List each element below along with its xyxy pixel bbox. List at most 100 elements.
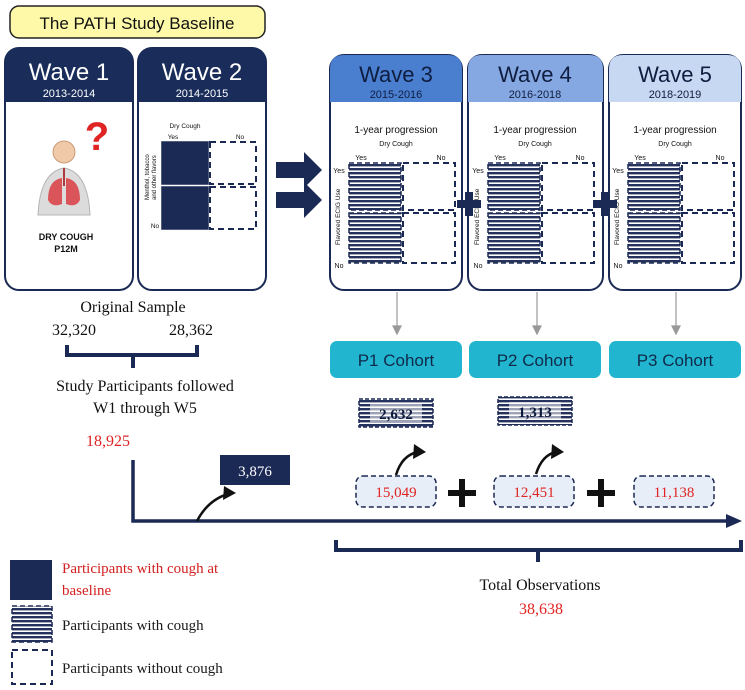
progression-col-yes: Yes bbox=[634, 155, 646, 162]
curved-arrow-head bbox=[413, 444, 426, 459]
grid-cell-cough bbox=[348, 162, 402, 211]
progression-row-no: No bbox=[614, 263, 623, 270]
progression-row-yes: Yes bbox=[472, 168, 484, 175]
legend-swatch-cough bbox=[11, 605, 53, 643]
wave-5-label: Wave 5 bbox=[638, 62, 712, 87]
wave-1-period: P12M bbox=[54, 244, 78, 254]
legend: Participants with cough at baseline Part… bbox=[10, 560, 223, 685]
wave-2-label: Wave 2 bbox=[162, 59, 242, 86]
grid-cell-cough bbox=[487, 212, 541, 264]
p2-cough-n: 1,313 bbox=[518, 405, 552, 421]
wave-1-label: Wave 1 bbox=[29, 59, 109, 86]
total-label: Total Observations bbox=[479, 577, 600, 594]
p1-no-cough-n: 15,049 bbox=[375, 485, 416, 501]
plus-icon bbox=[457, 192, 481, 216]
progression-col-no: No bbox=[437, 155, 446, 162]
cohort-p3: P3 Cohort bbox=[609, 341, 741, 378]
original-sample-wave1: 32,320 bbox=[52, 322, 96, 339]
cohort-p1-label: P1 Cohort bbox=[358, 351, 435, 370]
followed-line2: W1 through W5 bbox=[93, 400, 197, 417]
legend-swatch-baseline bbox=[10, 560, 52, 600]
legend-baseline-line1: Participants with cough at bbox=[62, 561, 219, 577]
sample-bracket bbox=[65, 345, 199, 368]
plus-icon bbox=[587, 479, 615, 507]
progression-row-no: No bbox=[474, 263, 483, 270]
question-mark-icon: ? bbox=[85, 115, 109, 159]
lungs-person-icon bbox=[37, 140, 91, 216]
grid-cell-cough bbox=[627, 162, 681, 211]
progression-subtitle: Dry Cough bbox=[379, 141, 413, 148]
progression-subtitle: Dry Cough bbox=[518, 141, 552, 148]
wave-2-years: 2014-2015 bbox=[176, 88, 229, 100]
wave-2-yes: Yes bbox=[168, 134, 179, 141]
total-bracket bbox=[334, 540, 743, 562]
wave-3-label: Wave 3 bbox=[359, 62, 433, 87]
progression-row-label: Flavored ECIG Use bbox=[614, 188, 621, 245]
cohort-p1: P1 Cohort bbox=[330, 341, 462, 378]
wave-2-no: No bbox=[236, 134, 245, 141]
followed-n: 18,925 bbox=[86, 433, 130, 450]
wave-2-cell-no-cough-a bbox=[209, 141, 257, 185]
cohort-p3-label: P3 Cohort bbox=[637, 351, 714, 370]
wave-4-years: 2016-2018 bbox=[509, 89, 562, 101]
grid-cell-no-cough bbox=[541, 162, 595, 211]
grid-cell-cough bbox=[348, 212, 402, 264]
p2-no-cough-count: 12,451 bbox=[493, 475, 575, 508]
wave-4-label: Wave 4 bbox=[498, 62, 572, 87]
p3-no-cough-n: 11,138 bbox=[654, 485, 695, 501]
wave-2-row-label-1: Menthol, tobacco bbox=[145, 154, 151, 200]
title-box: The PATH Study Baseline bbox=[9, 5, 266, 39]
followed-line1: Study Participants followed bbox=[56, 378, 234, 395]
curved-arrow-head bbox=[223, 486, 236, 500]
baseline-cough-count: 3,876 bbox=[220, 455, 290, 485]
legend-no-cough: Participants without cough bbox=[62, 661, 223, 677]
grid-cell-no-cough bbox=[681, 212, 735, 264]
curved-arrow-head bbox=[551, 444, 564, 459]
progression-title: 1-year progression bbox=[493, 125, 576, 136]
total-n: 38,638 bbox=[519, 601, 563, 618]
progression-col-no: No bbox=[716, 155, 725, 162]
timeline-line bbox=[131, 460, 728, 523]
legend-swatch-no-cough bbox=[11, 649, 53, 685]
wave-5-years: 2018-2019 bbox=[649, 89, 702, 101]
progression-row-label: Flavored ECIG Use bbox=[474, 188, 481, 245]
legend-cough: Participants with cough bbox=[62, 618, 204, 634]
progression-row-yes: Yes bbox=[333, 168, 345, 175]
p2-no-cough-n: 12,451 bbox=[513, 485, 554, 501]
original-sample-label: Original Sample bbox=[80, 299, 185, 316]
wave-2-cell-cough-b bbox=[161, 186, 209, 230]
grid-cell-no-cough bbox=[402, 162, 456, 211]
p1-cough-n: 2,632 bbox=[379, 407, 413, 423]
original-sample-wave2: 28,362 bbox=[169, 322, 213, 339]
progression-row-label: Flavored ECIG Use bbox=[335, 188, 342, 245]
plus-icon bbox=[593, 192, 617, 216]
progression-col-yes: Yes bbox=[355, 155, 367, 162]
wave-1-panel: Wave 1 2013-2014 ? DRY COUGH P12M bbox=[4, 47, 134, 291]
p1-cough-count: 2,632 bbox=[358, 398, 434, 428]
legend-baseline-line2: baseline bbox=[62, 583, 111, 599]
progression-title: 1-year progression bbox=[354, 125, 437, 136]
plus-icon bbox=[448, 479, 476, 507]
wave-2-col-title: Dry Cough bbox=[169, 123, 200, 130]
wave-3-years: 2015-2016 bbox=[370, 89, 423, 101]
grid-cell-no-cough bbox=[541, 212, 595, 264]
progression-row-yes: Yes bbox=[612, 168, 624, 175]
grid-cell-no-cough bbox=[402, 212, 456, 264]
progression-col-no: No bbox=[576, 155, 585, 162]
wave-2-panel: Wave 2 2014-2015 Dry Cough Yes No Mentho… bbox=[137, 47, 267, 291]
grid-cell-no-cough bbox=[681, 162, 735, 211]
progression-row-no: No bbox=[335, 263, 344, 270]
cohort-p2-label: P2 Cohort bbox=[497, 351, 574, 370]
baseline-cough-n: 3,876 bbox=[238, 464, 272, 480]
grid-cell-cough bbox=[487, 162, 541, 211]
double-arrow-icon bbox=[276, 152, 322, 218]
progression-col-yes: Yes bbox=[494, 155, 506, 162]
wave-2-cell-no-cough-b bbox=[209, 186, 257, 230]
grid-cell-cough bbox=[627, 212, 681, 264]
wave-2-cell-cough-a bbox=[161, 141, 209, 185]
